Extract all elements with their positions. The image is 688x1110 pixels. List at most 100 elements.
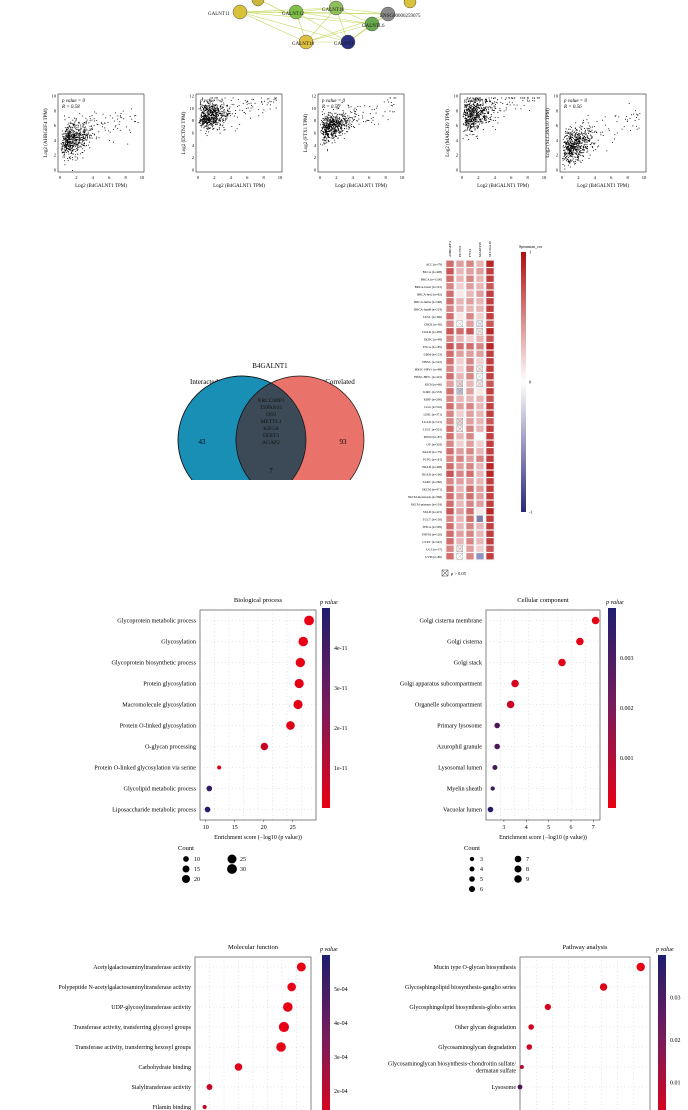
heatmap-cancer-label: KIRP (n=290) (424, 397, 442, 401)
scatter-point (477, 125, 478, 127)
scatter-point (564, 155, 566, 157)
scatter-point (83, 145, 85, 146)
scatter-point (68, 135, 70, 137)
scatter-point (88, 122, 90, 124)
scatter-point (465, 111, 467, 113)
scatter-point (264, 100, 265, 102)
scatter-point (350, 106, 352, 108)
scatter-point (478, 107, 480, 109)
scatter-point (330, 124, 332, 126)
scatter-point (326, 126, 328, 128)
heatmap-cell (456, 410, 464, 417)
scatter-point (481, 110, 483, 112)
scatter-xtick: 2 (577, 175, 579, 180)
heatmap-cell-cross (476, 515, 483, 522)
heatmap-cell (456, 478, 464, 485)
dotplot-category-label: Protein O-linked glycosylation (120, 723, 196, 730)
scatter-point (71, 145, 73, 147)
scatter-point (473, 127, 475, 129)
scatter-point (326, 135, 328, 137)
scatter-point (580, 147, 582, 149)
scatter-point (78, 123, 80, 125)
scatter-point (210, 121, 212, 123)
scatter-point (74, 143, 75, 145)
scatter-point (332, 114, 333, 116)
scatter-point (466, 135, 468, 137)
scatter-point (328, 130, 330, 132)
scatter-point (347, 120, 349, 122)
scatter-point (336, 136, 338, 138)
scatter-point (480, 112, 482, 114)
scatter-point (476, 119, 478, 121)
scatter-point (466, 127, 468, 129)
scatter-point (494, 97, 496, 99)
scatter-point (564, 137, 566, 139)
dotplot-dot (295, 657, 306, 668)
heatmap-cell (476, 433, 484, 440)
scatter-point (320, 131, 322, 133)
scatter-point (637, 114, 639, 116)
scatter-point (584, 142, 586, 143)
scatter-point (331, 117, 332, 119)
scatter-point (86, 135, 88, 137)
scatter-point (638, 127, 640, 129)
heatmap-cell (446, 403, 454, 410)
scatter-point (589, 128, 591, 130)
scatter-point (351, 124, 353, 125)
scatter-point (93, 133, 95, 135)
heatmap-cancer-label: LIHC (n=371) (423, 412, 442, 416)
scatter-point (583, 132, 585, 134)
scatter-point (203, 118, 205, 120)
scatter-point (341, 124, 343, 126)
scatter-point (465, 106, 467, 108)
scatter-point (569, 136, 571, 138)
scatter-point (83, 123, 85, 125)
scatter-point (576, 139, 578, 141)
dotplot-category-label: Filamin binding (152, 1105, 191, 1110)
scatter-point (75, 148, 77, 150)
scatter-point (214, 104, 216, 106)
scatter-point (71, 153, 73, 155)
scatter-point (214, 116, 216, 117)
scatter-point (574, 128, 576, 130)
scatter-point (578, 151, 580, 153)
scatter-point (577, 149, 579, 151)
scatter-point (70, 152, 72, 154)
scatter-point (206, 123, 208, 125)
scatter-point (332, 137, 334, 139)
scatter-point (130, 132, 132, 134)
scatter-point (326, 124, 328, 126)
scatter-point (357, 106, 359, 107)
scatter-point (328, 126, 330, 128)
scatter-point (330, 116, 332, 118)
scatter-point (320, 143, 322, 145)
scatter-point (338, 122, 340, 124)
scatter-point (342, 115, 344, 117)
scatter-point (342, 120, 344, 122)
scatter-point (480, 110, 482, 112)
scatter-point (566, 141, 568, 143)
scatter-point (574, 146, 576, 147)
scatter-point (362, 117, 364, 119)
scatter-point (221, 125, 223, 127)
scatter-point (469, 127, 471, 128)
heatmap-cell (486, 313, 494, 320)
scatter-point (68, 135, 70, 137)
scatter-point (200, 113, 202, 115)
scatter-point (336, 121, 338, 123)
heatmap-cell (456, 298, 464, 305)
scatter-point (472, 110, 474, 112)
scatter-point (479, 104, 481, 106)
scatter-point (198, 108, 200, 110)
scatter-point (322, 114, 324, 115)
scatter-point (475, 106, 477, 108)
scatter-point (201, 120, 203, 122)
scatter-point (74, 125, 76, 127)
scatter-point (334, 124, 336, 126)
heatmap-cell (476, 470, 484, 477)
scatter-point (578, 134, 580, 136)
scatter-point (597, 146, 599, 148)
scatter-point (463, 113, 464, 115)
scatter-point (79, 113, 81, 115)
scatter-point (591, 129, 593, 131)
